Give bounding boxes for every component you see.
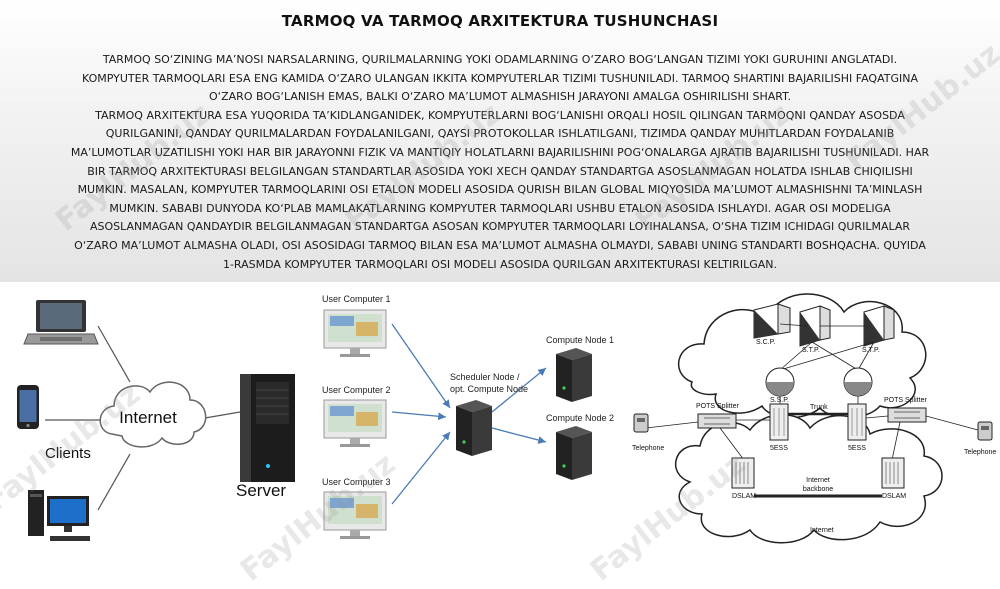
access-links [645, 415, 979, 461]
paragraph-network-definition: TARMOQ SO‘ZINING MA’NOSI NARSALARNING, Q… [82, 53, 918, 104]
body-text: TARMOQ SO‘ZINING MA’NOSI NARSALARNING, Q… [70, 51, 930, 274]
5ess-right-switch-icon [847, 403, 867, 441]
trunk-label: Trunk [810, 404, 828, 411]
dslam-left-label: DSLAM [732, 493, 756, 500]
ssp-right-icon [843, 367, 873, 397]
scheduler-label-line2: opt. Compute Node [450, 384, 528, 394]
backbone-label-line2: backbone [803, 486, 833, 493]
user-computer-3-label: User Computer 3 [322, 477, 391, 487]
scp-label: S.C.P. [756, 339, 775, 346]
compute-node-2-server-icon [556, 426, 592, 480]
5ess-left-label: 5ESS [770, 445, 788, 452]
compute-node-1-server-icon [556, 348, 592, 402]
user-computer-2-monitor-icon [323, 399, 387, 447]
user-computer-1-monitor-icon [323, 309, 387, 357]
paragraph-network-architecture: TARMOQ ARXITEKTURA ESA YUQORIDA TA’KIDLA… [70, 108, 930, 271]
pots-splitter-right-label: POTS Splitter [884, 397, 927, 404]
scheduler-label-line1: Scheduler Node / [450, 372, 520, 382]
ssp-label: S.S.P. [770, 397, 789, 404]
telephone-left-label: Telephone [632, 445, 664, 452]
stp-right-node-icon [863, 305, 895, 347]
5ess-left-switch-icon [769, 403, 789, 441]
page-title: TARMOQ VA TARMOQ ARXITEKTURA TUSHUNCHASI [281, 12, 719, 30]
dslam-right-icon [881, 457, 905, 489]
stp-right-label: S.T.P. [862, 347, 880, 354]
internet-label: Internet [119, 408, 177, 427]
pots-splitter-right-icon [887, 407, 927, 423]
compute-cluster-diagram: User Computer 1 User Computer 2 User Com… [322, 294, 614, 539]
user-computer-3-monitor-icon [323, 491, 387, 539]
compute-node-1-label: Compute Node 1 [546, 335, 614, 345]
laptop-icon [23, 300, 99, 345]
dslam-left-icon [731, 457, 755, 489]
telephone-right-icon [977, 421, 993, 441]
smartphone-icon [17, 385, 39, 429]
ssp-left-icon [765, 367, 795, 397]
internet-cloud-icon [99, 381, 207, 448]
compute-node-2-label: Compute Node 2 [546, 413, 614, 423]
pots-splitter-left-label: POTS Splitter [696, 403, 739, 410]
stp-left-label: S.T.P. [802, 347, 820, 354]
backbone-label-line1: Internet [806, 477, 830, 484]
text-panel [0, 0, 1000, 282]
data-flow-arrows [391, 323, 547, 505]
server-tower-icon [240, 374, 295, 482]
pots-splitter-left-icon [697, 413, 737, 429]
telephone-right-label: Telephone [964, 449, 996, 456]
internet-cloud-label: Internet [810, 527, 834, 534]
user-computer-2-label: User Computer 2 [322, 385, 391, 395]
scheduler-server-icon [456, 400, 492, 456]
stp-left-node-icon [799, 305, 831, 347]
desktop-computer-icon [28, 490, 90, 541]
telephone-left-icon [633, 413, 649, 433]
user-computer-1-label: User Computer 1 [322, 294, 391, 304]
5ess-right-label: 5ESS [848, 445, 866, 452]
server-label: Server [236, 481, 286, 500]
clients-label: Clients [45, 445, 91, 462]
telephony-network-diagram: S.C.P. S.T.P. S.T.P. S.S.P. [632, 293, 996, 544]
signaling-links [779, 323, 875, 371]
dslam-right-label: DSLAM [882, 493, 906, 500]
clients-server-diagram: Internet Clients Server [17, 300, 295, 541]
internet-cloud-bottom-icon [674, 414, 943, 544]
scp-node-icon [753, 303, 791, 339]
connection-lines [45, 325, 241, 511]
